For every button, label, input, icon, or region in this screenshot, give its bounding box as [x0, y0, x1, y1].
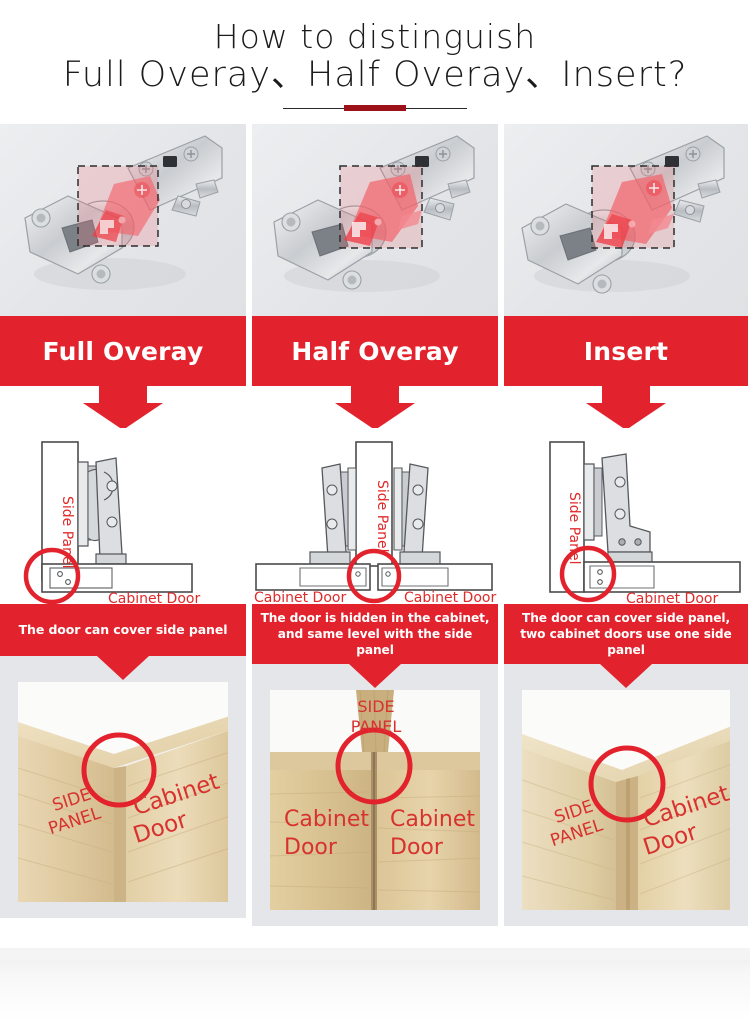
photo-cabinet-door-right-line2: Door: [390, 835, 444, 860]
page-title-line-1: How to distinguish: [213, 17, 537, 56]
diagram-side-panel-label: Side Panel: [59, 496, 75, 569]
diagram-insert: Side Panel Cabinet Door: [504, 428, 748, 604]
arrow-stem: [351, 386, 399, 403]
notch-arrow-icon: [97, 656, 149, 680]
photo-cabinet-door-left-line1: Cabinet: [284, 807, 369, 832]
description-text: The door is hidden in the cabinet, and s…: [260, 611, 490, 658]
notch-arrow-icon: [349, 664, 401, 689]
type-name-label: Half Overay: [291, 336, 459, 366]
arrow-stem: [99, 386, 147, 403]
photo-panel-full-overay: SIDE PANEL Cabinet Door: [0, 656, 246, 918]
column-insert: Insert: [504, 124, 748, 927]
hinge-photo-half-overay: [252, 124, 498, 316]
hinge-photo-insert: [504, 124, 748, 316]
description-banner-half-overay: The door is hidden in the cabinet, and s…: [252, 604, 498, 665]
page-title-block: How to distinguish Full Overay、Half Over…: [0, 0, 750, 112]
photo-full-overay: SIDE PANEL Cabinet Door: [18, 682, 228, 902]
photo-panel-insert: SIDE PANEL Cabinet Door: [504, 664, 748, 927]
description-text: The door can cover side panel, two cabin…: [520, 611, 732, 658]
description-banner-insert: The door can cover side panel, two cabin…: [504, 604, 748, 665]
description-banner-full-overay: The door can cover side panel: [0, 604, 246, 656]
diagram-cabinet-door-label-right: Cabinet Door: [404, 590, 496, 604]
diagram-half-overay: Side Panel Cabinet Door Cabinet Door: [252, 428, 498, 604]
title-divider: [283, 104, 467, 112]
hinge-photo-full-overay: [0, 124, 246, 316]
type-banner-insert: Insert: [504, 316, 748, 386]
column-full-overay: Full Overay: [0, 124, 246, 926]
diagram-cabinet-door-label: Cabinet Door: [626, 591, 718, 604]
photo-insert: SIDE PANEL Cabinet Door: [522, 690, 730, 911]
notch-arrow-icon: [600, 664, 652, 689]
type-name-label: Full Overay: [42, 336, 204, 366]
photo-side-panel-label-line2: PANEL: [351, 717, 402, 736]
bottom-strip: [0, 948, 750, 962]
type-banner-half-overay: Half Overay: [252, 316, 498, 386]
column-half-overay: Half Overay: [252, 124, 498, 927]
arrow-head-icon: [83, 403, 163, 430]
diagram-cabinet-door-label-left: Cabinet Door: [254, 590, 346, 604]
photo-cabinet-door-left-line2: Door: [284, 835, 338, 860]
photo-panel-half-overay: SIDE PANEL Cabinet Door Cabinet Door: [252, 664, 498, 927]
down-arrow-half-overay: [252, 386, 498, 430]
photo-side-panel-label-line1: SIDE: [357, 697, 394, 716]
down-arrow-full-overay: [0, 386, 246, 430]
arrow-head-icon: [335, 403, 415, 430]
bottom-fade-shadow: [0, 960, 750, 1020]
divider-accent: [344, 104, 406, 111]
type-name-label: Insert: [583, 336, 669, 366]
type-banner-full-overay: Full Overay: [0, 316, 246, 386]
diagram-cabinet-door-label: Cabinet Door: [108, 591, 200, 604]
description-text: The door can cover side panel: [18, 621, 228, 637]
arrow-stem: [602, 386, 650, 403]
diagram-full-overay: Side Panel Cabinet Door: [0, 428, 246, 604]
diagram-side-panel-label: Side Panel: [566, 492, 582, 565]
down-arrow-insert: [504, 386, 748, 430]
arrow-head-icon: [586, 403, 666, 430]
photo-half-overay: SIDE PANEL Cabinet Door Cabinet Door: [270, 690, 480, 911]
comparison-columns: Full Overay: [0, 124, 750, 927]
diagram-side-panel-label: Side Panel: [374, 480, 390, 553]
page-title-line-2: Full Overay、Half Overay、Insert?: [62, 54, 688, 95]
photo-cabinet-door-right-line1: Cabinet: [390, 807, 475, 832]
